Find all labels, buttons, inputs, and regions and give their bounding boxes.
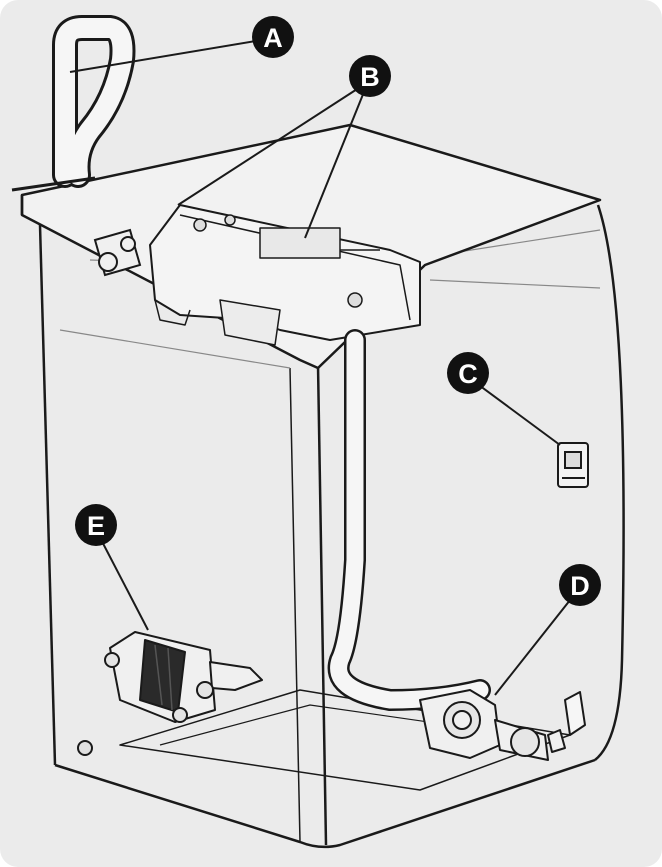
leader-b1 <box>177 81 369 206</box>
callout-d: D <box>559 564 601 606</box>
leveling-foot <box>77 740 93 756</box>
leader-d <box>494 589 579 696</box>
svg-text:C: C <box>458 359 478 389</box>
drain-pump <box>419 689 586 761</box>
inlet-hose <box>52 14 136 188</box>
leader-c <box>467 376 561 446</box>
leader-b2 <box>304 81 369 239</box>
drive-motor <box>104 631 263 723</box>
tub-hose <box>327 329 491 712</box>
callout-a: A <box>252 16 294 58</box>
inlet-valve <box>93 228 142 277</box>
lid-switch <box>557 442 589 488</box>
callout-c: C <box>447 352 489 394</box>
svg-text:A: A <box>263 23 283 53</box>
power-cord <box>11 176 96 192</box>
svg-text:D: D <box>570 571 590 601</box>
callout-e: E <box>75 504 117 546</box>
dispenser-assembly <box>149 204 421 346</box>
leader-a <box>69 39 263 73</box>
leader-e <box>94 527 149 631</box>
callout-b: B <box>349 55 391 97</box>
leader-lines <box>69 39 579 696</box>
svg-text:E: E <box>87 511 105 541</box>
svg-text:B: B <box>360 62 380 92</box>
